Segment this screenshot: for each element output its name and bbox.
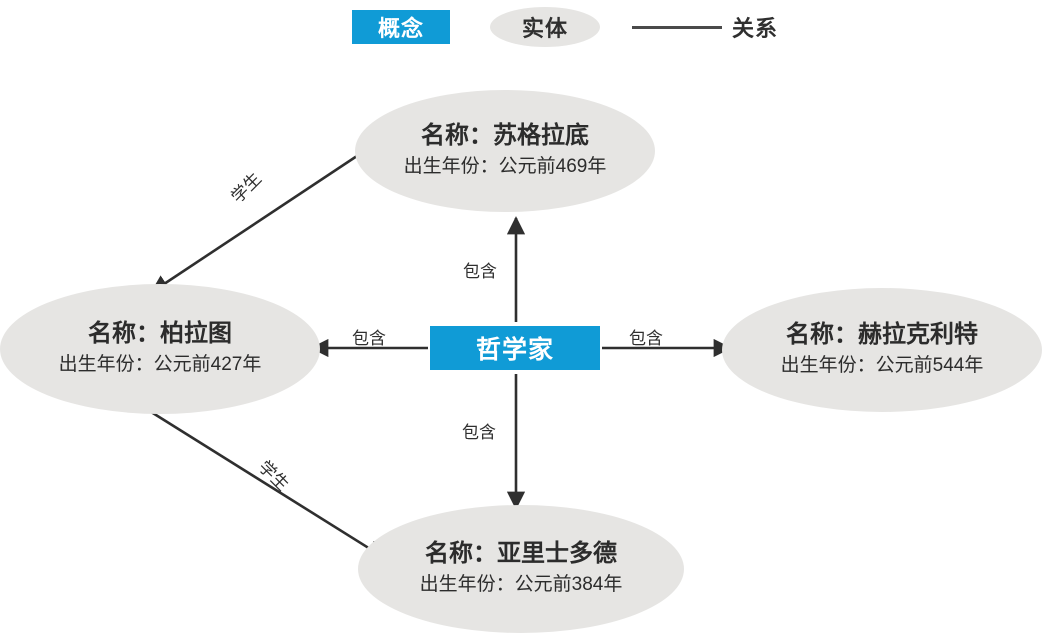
entity-name-heraclitus: 名称：赫拉克利特 [786,321,978,349]
entity-birth-socrates: 出生年份：公元前469年 [403,156,607,178]
entity-name-plato: 名称：柏拉图 [88,320,232,348]
legend-entity-swatch: 实体 [490,7,600,47]
entity-name-aristotle: 名称：亚里士多德 [425,540,617,568]
legend-concept-swatch: 概念 [352,10,450,44]
entity-birth-heraclitus: 出生年份：公元前544年 [780,355,984,377]
entity-node-heraclitus[interactable]: 名称：赫拉克利特 出生年份：公元前544年 [722,288,1042,412]
legend-relation-line-icon [632,25,722,29]
edge-student-plato-aristotle [139,403,385,559]
edge-label-contains-socrates: 包含 [463,262,497,281]
legend-concept-label: 概念 [377,16,424,41]
concept-node-label: 哲学家 [475,336,554,364]
entity-node-plato[interactable]: 名称：柏拉图 出生年份：公元前427年 [0,284,320,414]
concept-node-philosopher[interactable]: 哲学家 [430,326,600,370]
legend-entity-label: 实体 [521,16,568,41]
entity-node-socrates[interactable]: 名称：苏格拉底 出生年份：公元前469年 [355,90,655,212]
edge-label-contains-plato: 包含 [352,329,386,348]
edge-label-contains-heraclitus: 包含 [629,329,663,348]
edge-label-contains-aristotle: 包含 [462,423,496,442]
legend-relation: 关系 [632,11,778,43]
legend: 概念 实体 关系 [352,6,778,48]
legend-relation-label: 关系 [732,16,779,41]
entity-name-socrates: 名称：苏格拉底 [421,122,589,150]
entity-birth-plato: 出生年份：公元前427年 [58,354,262,376]
edge-student-socrates-plato [150,148,367,294]
entity-node-aristotle[interactable]: 名称：亚里士多德 出生年份：公元前384年 [358,505,684,633]
entity-birth-aristotle: 出生年份：公元前384年 [419,574,623,596]
